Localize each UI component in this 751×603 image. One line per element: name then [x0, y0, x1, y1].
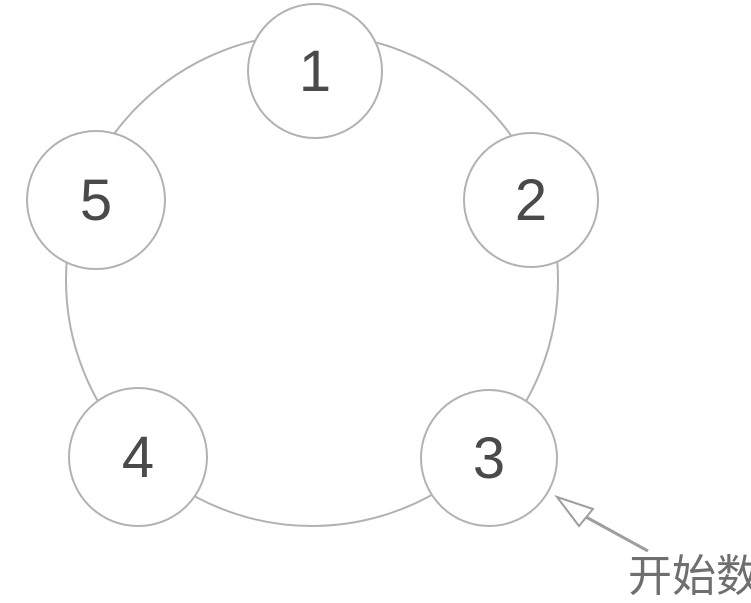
node-1-circle: [247, 3, 383, 139]
node-5-circle: [26, 130, 166, 270]
node-2-circle: [463, 132, 599, 268]
node-3: 3: [420, 389, 558, 527]
node-5-label: 5: [80, 168, 112, 233]
start-pointer-arrow-icon: [554, 495, 649, 553]
annotation-start-counting-label: 开始数: [628, 552, 751, 601]
node-4-label: 4: [122, 425, 154, 490]
node-1: 1: [247, 3, 383, 139]
node-2: 2: [463, 132, 599, 268]
arrow-shaft: [585, 515, 649, 553]
arrow-head: [554, 495, 595, 528]
node-4: 4: [68, 387, 208, 527]
node-2-label: 2: [515, 168, 547, 233]
node-4-circle: [68, 387, 208, 527]
node-1-label: 1: [299, 39, 331, 104]
node-3-label: 3: [473, 426, 505, 491]
node-5: 5: [26, 130, 166, 270]
node-3-circle: [420, 389, 558, 527]
